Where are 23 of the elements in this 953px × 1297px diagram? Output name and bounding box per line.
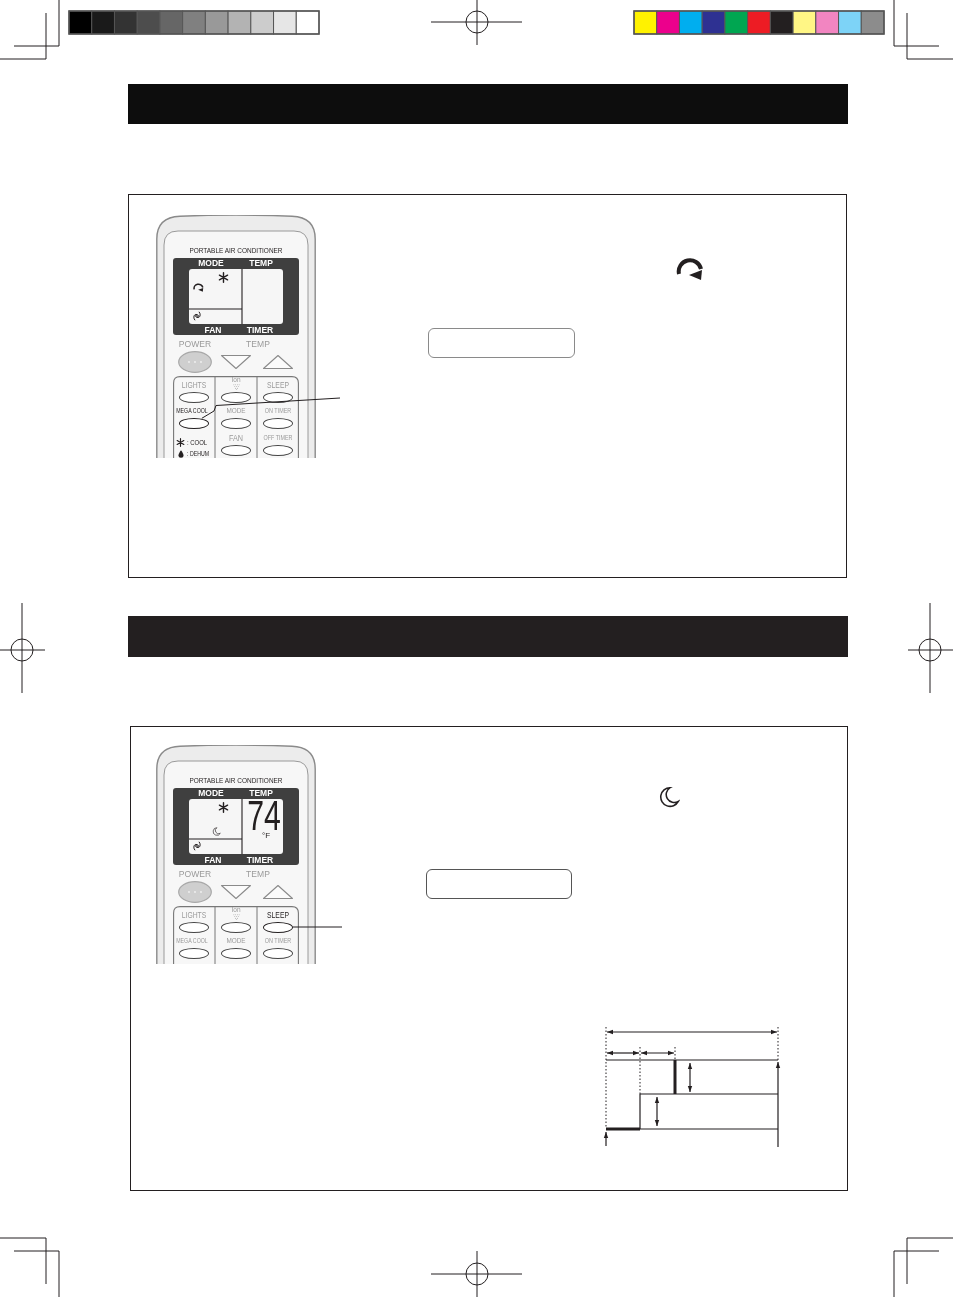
temperature-readout: 74 [247,800,281,832]
display-label: MODE [198,788,224,797]
key-label: LIGHTS [181,380,207,390]
key-label: SLEEP [267,380,289,390]
display-label: TEMP [249,258,273,267]
leader-line [201,397,341,419]
key-label: TEMP [246,869,270,879]
display-label: TEMP [249,788,273,797]
display-label: FAN [204,855,222,864]
key-label: SLEEP [267,910,289,920]
display-label: FAN [204,325,222,334]
unit-label: °F [261,832,271,840]
key-label: POWER [178,869,212,879]
display-label: TIMER [246,855,274,864]
key-label: POWER [178,339,212,349]
display-label: MODE [198,258,224,267]
key-label: MODE [226,937,246,945]
key-label: MODE [226,407,246,415]
key-label: FAN [228,433,244,443]
display-label: TIMER [246,325,274,334]
key-label: TEMP [246,339,270,349]
leader-line [292,926,343,928]
key-label: LIGHTS [181,910,207,920]
